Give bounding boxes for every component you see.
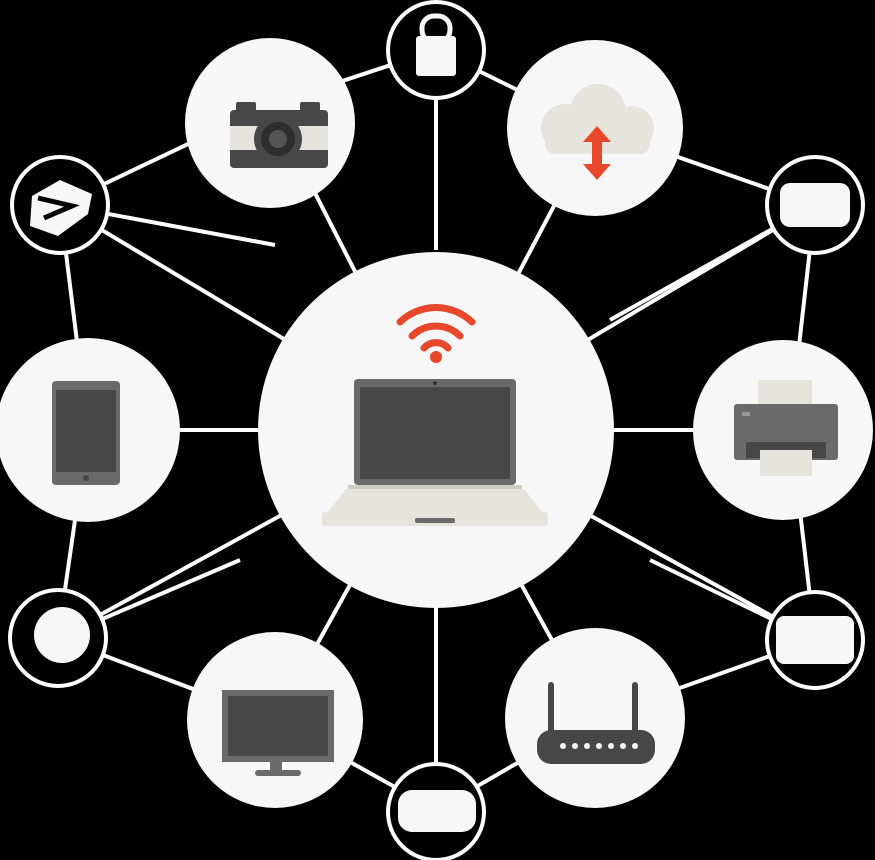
- speaker-icon: [780, 183, 850, 227]
- device-node-monitor: [187, 632, 363, 808]
- screen-icon: [776, 616, 854, 664]
- cloud-sync-icon: [541, 84, 654, 180]
- hub-node: [258, 252, 614, 608]
- router-icon: [537, 682, 655, 764]
- device-node-printer: [693, 340, 873, 520]
- wifi-icon: [396, 304, 476, 352]
- wifi-dot-icon: [430, 351, 442, 363]
- sync-arrow-icon: [583, 126, 611, 180]
- device-node-router: [505, 628, 685, 808]
- tablet-icon: [52, 381, 120, 485]
- device-node-tablet: [0, 338, 180, 522]
- device-node-cloud: [507, 40, 683, 216]
- printer-icon: [734, 380, 838, 476]
- monitor-icon: [222, 690, 334, 776]
- small-node-lower-right: [765, 590, 865, 690]
- shield-icon: [34, 607, 90, 663]
- car-icon: [398, 790, 476, 832]
- device-nodes: [0, 38, 873, 808]
- small-node-lower-left: [8, 588, 108, 688]
- laptop-icon: [322, 379, 548, 526]
- camera-icon: [230, 102, 328, 168]
- small-nodes: [8, 0, 865, 860]
- small-node-bottom: [386, 762, 486, 860]
- device-node-camera: [185, 38, 355, 208]
- lock-icon: [416, 36, 456, 76]
- small-node-top: [386, 0, 486, 100]
- small-node-upper-left: [10, 155, 110, 255]
- small-node-upper-right: [765, 155, 865, 255]
